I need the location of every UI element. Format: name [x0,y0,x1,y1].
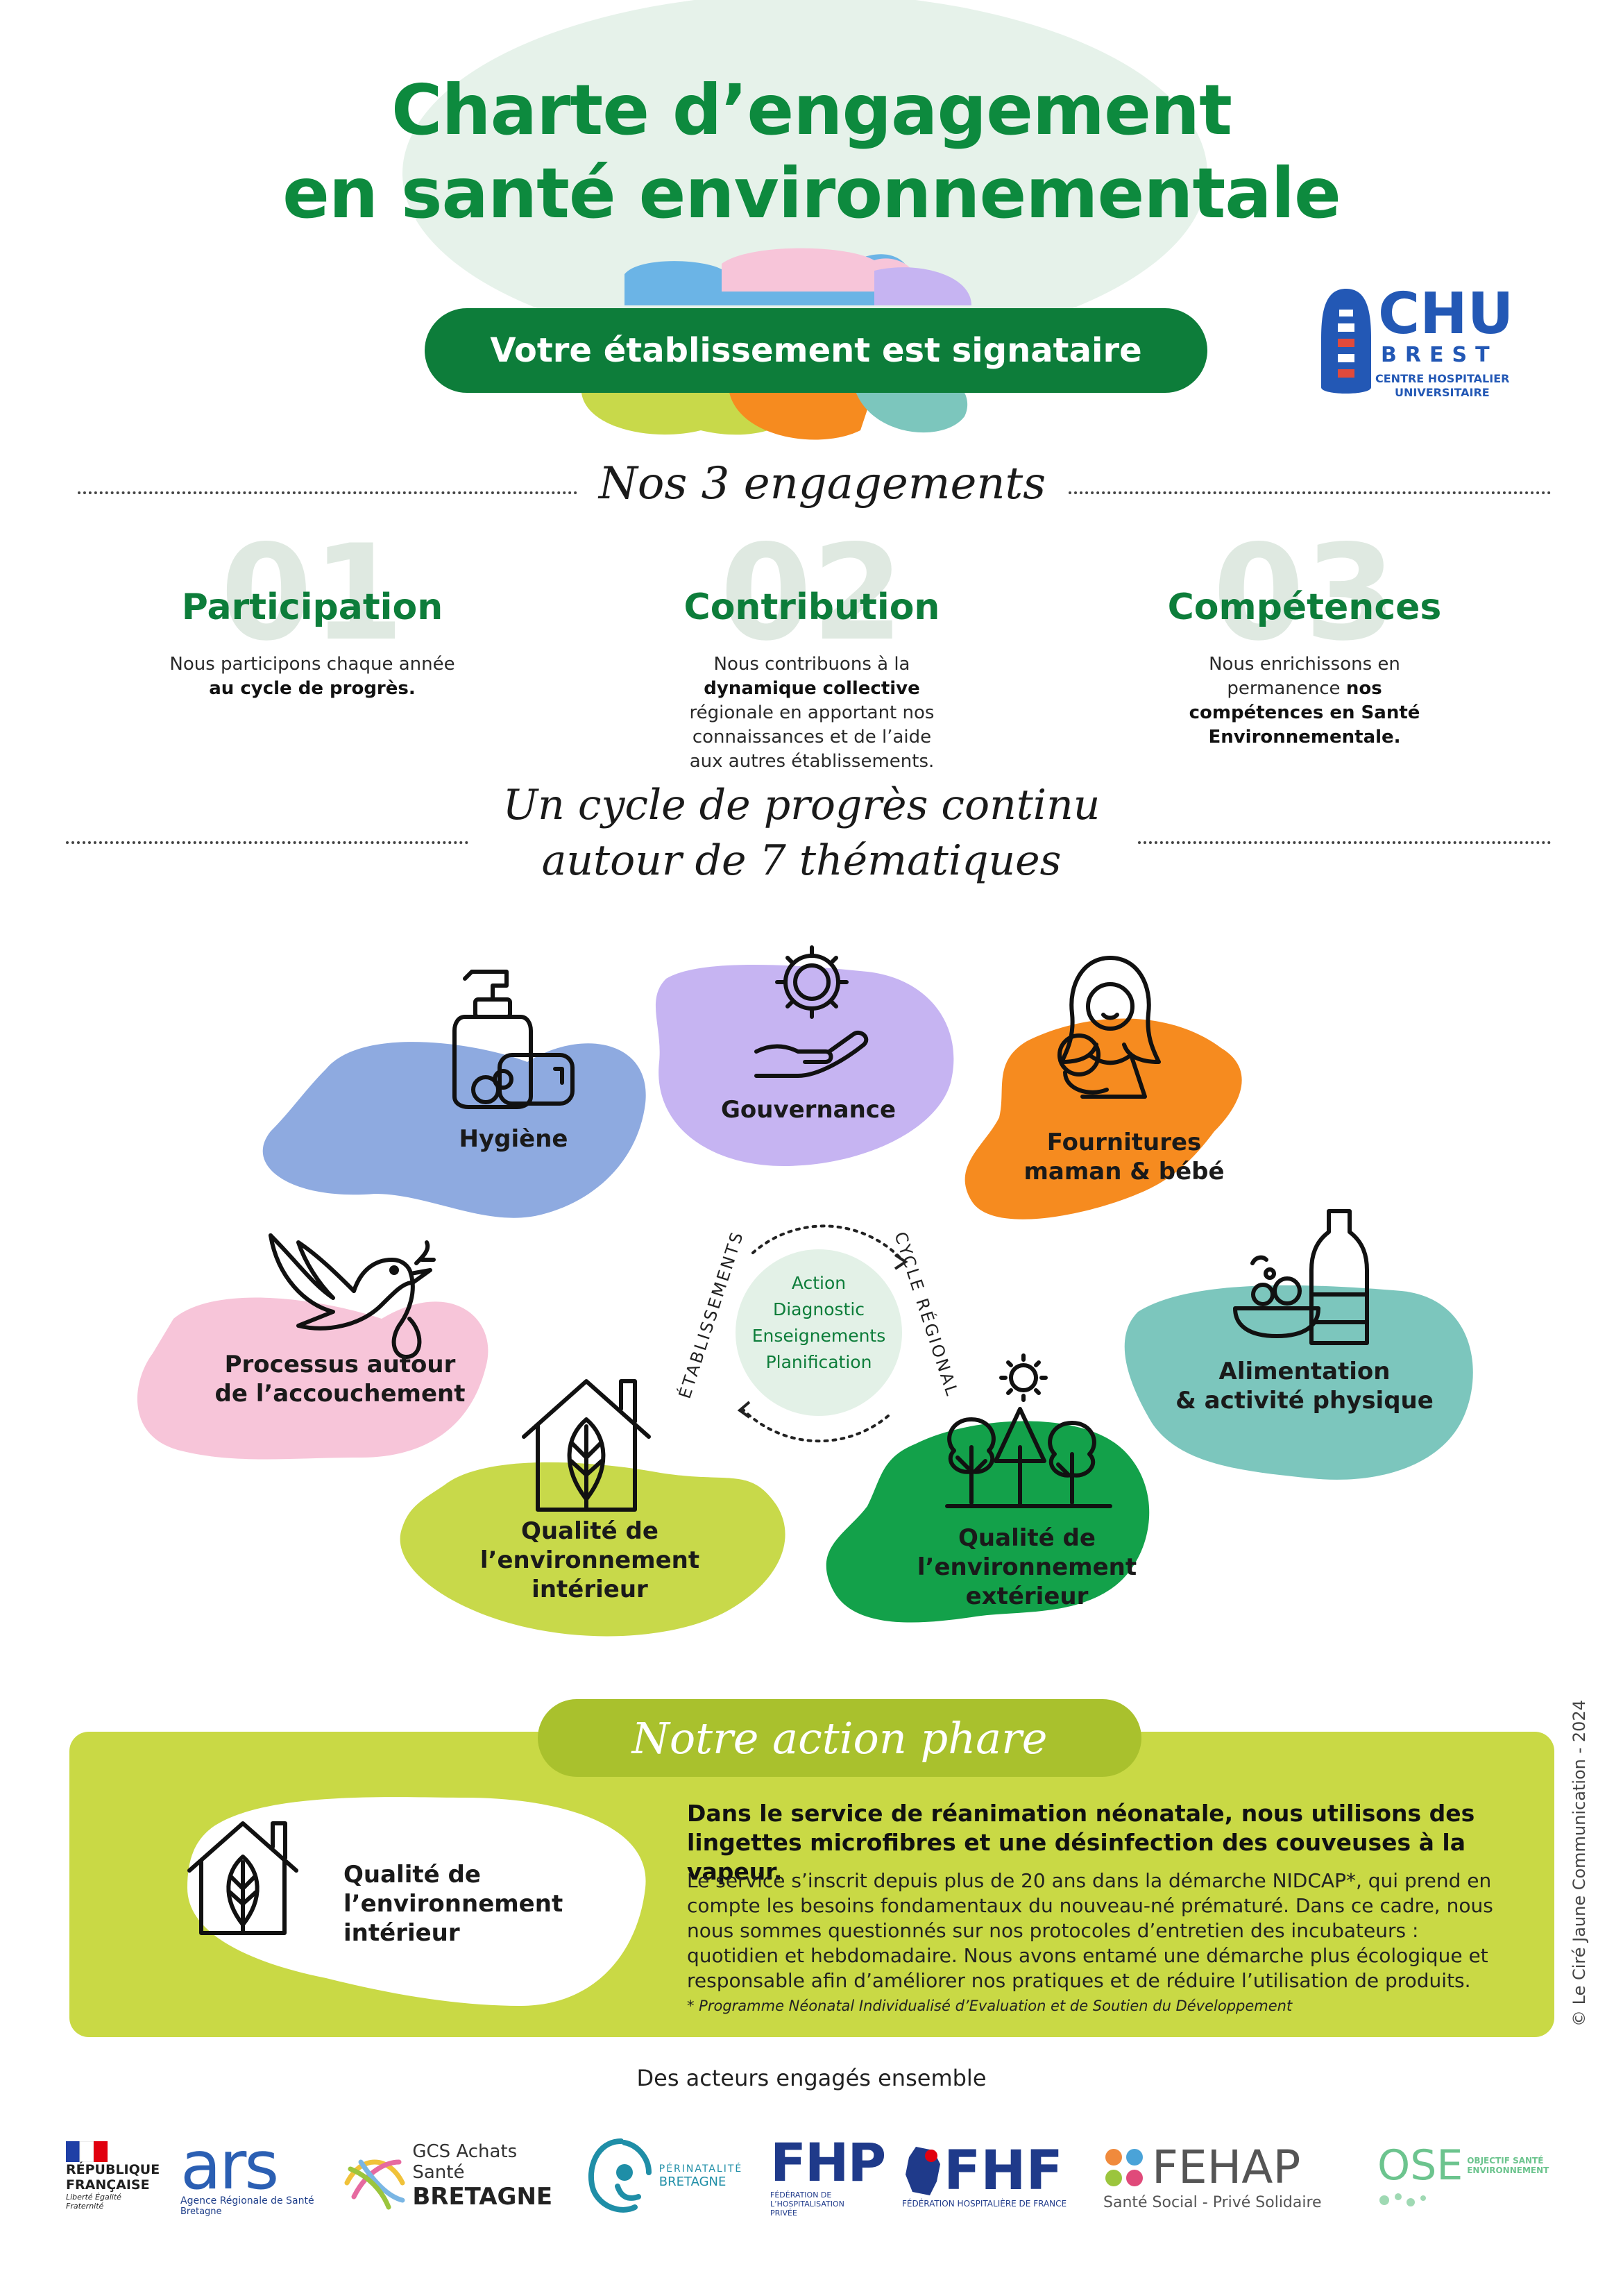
engagement-title: Participation [181,586,443,628]
house-leaf-icon [522,1379,651,1512]
meal-bottle-icon [1233,1209,1369,1345]
chu-city: BREST [1381,343,1498,367]
cycle-heading-line-1: Un cycle de progrès continu [502,781,1101,829]
theme-blobs [137,965,1473,1637]
france-map-icon [906,2147,940,2195]
mother-baby-icon [1057,956,1161,1099]
engagement-02: 02 Contribution Nous contribuons à la dy… [631,516,992,773]
signatory-banner: Votre établissement est signataire [425,308,1207,393]
copyright: © Le Ciré Jaune Communication - 2024 [1570,1700,1589,2027]
engagement-03: 03 Compétences Nous enrichissons en perm… [1124,527,1485,750]
cycle-word-action: Action [791,1273,847,1293]
fehap-icon [1105,2148,1143,2186]
phare-heading: Notre action phare [631,1712,1048,1764]
engagement-number: 03 [1212,516,1397,670]
flag-icon [66,2141,108,2162]
theme-gouvernance: Gouvernance [720,1096,897,1124]
engagements-heading: Nos 3 engagements [598,458,1046,509]
cycle-word-diagnostic: Diagnostic [772,1299,865,1319]
chu-line-2: UNIVERSITAIRE [1395,386,1490,399]
engagement-text: Nous contribuons à la dynamique collecti… [689,654,935,772]
phare-house-leaf-icon [187,1821,298,1935]
cycle-word-enseignements: Enseignements [751,1326,886,1346]
engagement-01: 01 Participation Nous participons chaque… [132,527,493,750]
perinatalite-icon [588,2138,652,2213]
header-decoration [402,0,1207,440]
partners-heading: Des acteurs engagés ensemble [636,2065,987,2091]
divider-right [1069,491,1551,494]
logo-ars-bretagne: ars Agence Régionale de Santé Bretagne [180,2126,314,2217]
gouvernance-blob [655,965,954,1166]
engagement-text: Nous enrichissons en permanence nos comp… [1189,654,1420,748]
phare-lead: Dans le service de réanimation néonatale… [687,1800,1475,1885]
chu-name: CHU [1378,281,1514,347]
logo-fhp: FHP FÉDÉRATION DE L’HOSPITALISATION PRIV… [770,2131,886,2218]
logo-republique-francaise: RÉPUBLIQUE FRANÇAISE Liberté Égalité Fra… [66,2124,170,2228]
logo-perinatalite-bretagne: PÉRINATALITÉ BRETAGNE [579,2124,746,2228]
lighthouse-icon [1321,289,1371,394]
fournitures-blob [965,1018,1242,1219]
ribbon-icon [344,2159,405,2210]
theme-hygiene: Hygiène [459,1125,568,1153]
soap-icon [452,970,575,1109]
phare-footnote: * Programme Néonatal Individualisé d’Eva… [687,1998,1293,2014]
page-title-line-2: en santé environnementale [282,153,1341,234]
logo-fehap: FEHAP Santé Social - Privé Solidaire [1103,2141,1322,2211]
theme-alimentation: Alimentation& activité physique [1175,1358,1434,1415]
exterieur-blob [826,1421,1150,1623]
logo-fhf: FHF FÉDÉRATION HOSPITALIÈRE DE FRANCE [902,2140,1067,2209]
phare-body: Le service s’inscrit depuis plus de 20 a… [687,1869,1493,1992]
divider-right-2 [1138,841,1551,844]
hygiene-blob [262,1042,646,1218]
engagement-title: Contribution [683,586,940,628]
dove-icon [269,1233,436,1359]
interieur-blob [400,1462,785,1637]
cycle-heading-line-2: autour de 7 thématiques [541,836,1062,885]
alimentation-blob [1124,1285,1473,1480]
engagement-number: 02 [720,516,904,670]
accouchement-blob [137,1297,488,1460]
cycle-word-planification: Planification [765,1352,872,1372]
divider-left-2 [66,841,468,844]
gear-hand-icon [754,945,869,1078]
cycle-diagram [736,1224,908,1443]
engagement-title: Compétences [1167,586,1442,628]
divider-left [78,491,577,494]
cycle-center-words: Action Diagnostic Enseignements Planific… [736,1270,902,1376]
phare-tab: Notre action phare [538,1699,1141,1777]
logo-ose: OSE OBJECTIF SANTÉ ENVIRONNEMENT [1377,2124,1549,2228]
trees-sun-icon [945,1353,1112,1508]
page-title-line-1: Charte d’engagement [391,69,1232,151]
ose-dots-icon [1379,2193,1426,2206]
phare-white-blob [187,1797,646,2006]
logo-gcs-achats-sante: GCS Achats Santé BRETAGNE [340,2124,569,2228]
chu-line-1: CENTRE HOSPITALIER [1375,372,1510,385]
engagement-number: 01 [220,516,405,670]
chu-brest-logo: CHU BREST CENTRE HOSPITALIER UNIVERSITAI… [1318,283,1527,408]
signatory-banner-text: Votre établissement est signataire [490,331,1142,370]
